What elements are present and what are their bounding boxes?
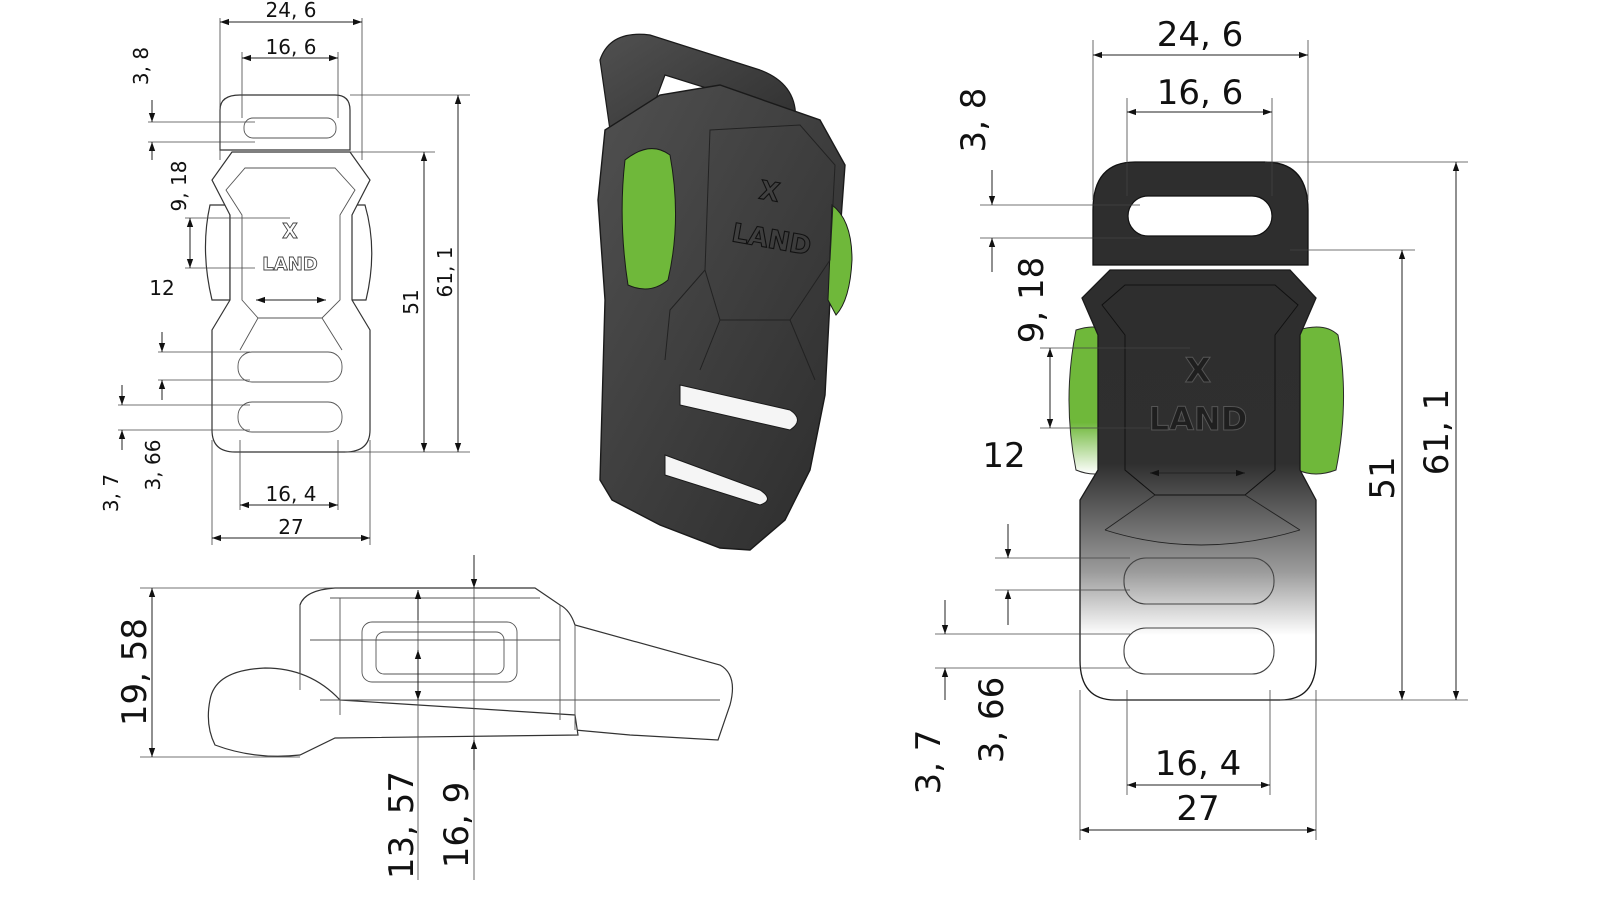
right-dim-top-slot: 3, 8: [954, 88, 994, 153]
left-dim-slot-lower: 3, 66: [141, 440, 165, 491]
right-dim-base-width: 27: [1176, 789, 1219, 829]
left-dim-overall-width: 24, 6: [266, 0, 317, 22]
left-front-view: X LAND: [99, 0, 470, 545]
right-body: [1079, 269, 1317, 701]
side-view: 19, 58 13, 57 16, 9: [115, 555, 733, 880]
right-dimension-labels: 24, 6 16, 6 3, 8 9, 18 12 51 61, 1 3, 66…: [909, 15, 1457, 829]
left-dim-base-width: 27: [278, 515, 303, 539]
right-dim-body-length: 51: [1363, 456, 1403, 499]
side-extension-lines: [140, 555, 475, 880]
right-dim-inner-width-bottom: 16, 4: [1155, 744, 1242, 784]
side-buckle-outline: [207, 587, 733, 757]
right-dim-inner-width-top: 16, 6: [1157, 73, 1244, 113]
right-buckle: X LAND: [1068, 161, 1344, 701]
perspective-view: X LAND: [597, 33, 853, 551]
left-buckle-outline: X LAND: [204, 94, 373, 453]
left-dim-inner-width-top: 16, 6: [266, 35, 317, 59]
left-dim-overall-length: 61, 1: [433, 247, 457, 298]
left-dim-inner-width-bottom: 16, 4: [266, 482, 317, 506]
side-dimension-lines: [148, 555, 478, 770]
side-dimension-labels: 19, 58 13, 57 16, 9: [115, 618, 477, 879]
perspective-green-button-left: [621, 148, 676, 290]
right-dim-body-width: 12: [982, 436, 1025, 476]
right-front-view: X LAND: [909, 15, 1468, 840]
right-extension-lines: [935, 40, 1468, 840]
perspective-green-button-right: [827, 204, 853, 316]
left-dim-slot-bottom: 3, 7: [99, 474, 123, 512]
right-dim-overall-length: 61, 1: [1417, 389, 1457, 476]
right-dim-slot-bottom: 3, 7: [909, 730, 949, 795]
left-dim-body-length: 51: [399, 289, 423, 314]
right-dim-button: 9, 18: [1012, 257, 1052, 344]
left-dimension-labels: 24, 6 16, 6 3, 8 9, 18 12 51 61, 1 3, 66…: [99, 0, 457, 539]
left-dim-body-width: 12: [149, 276, 174, 300]
right-dimension-lines: [941, 51, 1460, 834]
side-dim-inner-height: 13, 57: [382, 771, 422, 879]
left-dim-top-slot: 3, 8: [129, 47, 153, 85]
left-logo-text: LAND: [262, 254, 317, 275]
left-extension-lines: [118, 18, 470, 545]
right-logo-text: LAND: [1149, 400, 1248, 438]
right-logo-mark: X: [1185, 351, 1211, 391]
right-green-button-right: [1297, 326, 1344, 475]
side-dim-height: 19, 58: [115, 618, 155, 726]
right-dim-overall-width: 24, 6: [1157, 15, 1244, 55]
left-logo-mark: X: [282, 219, 298, 243]
left-dim-button: 9, 18: [167, 161, 191, 212]
side-dim-thickness: 16, 9: [437, 782, 477, 869]
right-dim-slot-lower: 3, 66: [972, 677, 1012, 764]
left-dimension-lines: [118, 18, 462, 542]
